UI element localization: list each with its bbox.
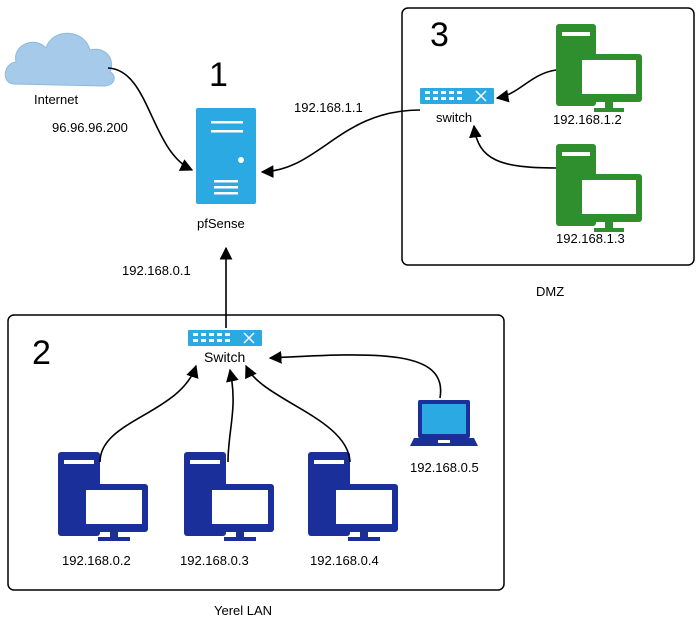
- lan-host3-to-switch-link: [245, 364, 351, 463]
- dmz-host-ip: 192.168.1.3: [556, 231, 625, 246]
- lan-host-ip: 192.168.0.5: [410, 460, 479, 475]
- internet-ip: 96.96.96.200: [52, 120, 128, 135]
- lan-zone-label: Yerel LAN: [214, 603, 272, 618]
- lan-switch-label: Switch: [204, 349, 245, 365]
- lan-switch-icon: [188, 330, 262, 346]
- dmz-host2-to-switch-link: [468, 124, 557, 169]
- dmz-switch-icon: [420, 88, 494, 104]
- lan-zone-box: [7, 314, 505, 591]
- desktop-pc-icon: [556, 144, 642, 232]
- desktop-pc-icon: [556, 24, 642, 112]
- dmz-zone-number: 3: [430, 16, 449, 54]
- dmz-host1-to-switch-link: [495, 69, 557, 103]
- desktop-pc-icon: [184, 452, 274, 541]
- dmz-uplink-ip: 192.168.1.1: [294, 100, 363, 115]
- lan-host-ip: 192.168.0.3: [180, 553, 249, 568]
- desktop-pc-icon: [308, 452, 398, 541]
- laptop-icon: [410, 400, 478, 446]
- firewall-zone-number: 1: [209, 56, 228, 94]
- dmz-switch-label: switch: [436, 110, 472, 125]
- lan-host2-to-switch-link: [226, 368, 239, 463]
- dmz-switch-to-firewall-link: [260, 109, 421, 178]
- internet-to-firewall-link: [107, 67, 194, 171]
- firewall-label: pfSense: [197, 216, 245, 231]
- server-icon: [196, 108, 256, 204]
- lan-uplink-ip: 192.168.0.1: [122, 263, 191, 278]
- lan-zone-number: 2: [32, 334, 51, 372]
- desktop-pc-icon: [58, 452, 148, 541]
- internet-label: Internet: [34, 92, 78, 107]
- cloud-icon: [4, 32, 115, 87]
- laptop-to-switch-link: [268, 350, 442, 399]
- lan-host1-to-switch-link: [99, 364, 199, 463]
- dmz-host-ip: 192.168.1.2: [553, 112, 622, 127]
- dmz-zone-label: DMZ: [536, 284, 564, 299]
- lan-host-ip: 192.168.0.2: [62, 553, 131, 568]
- lan-host-ip: 192.168.0.4: [310, 553, 379, 568]
- dmz-zone-box: [401, 7, 695, 266]
